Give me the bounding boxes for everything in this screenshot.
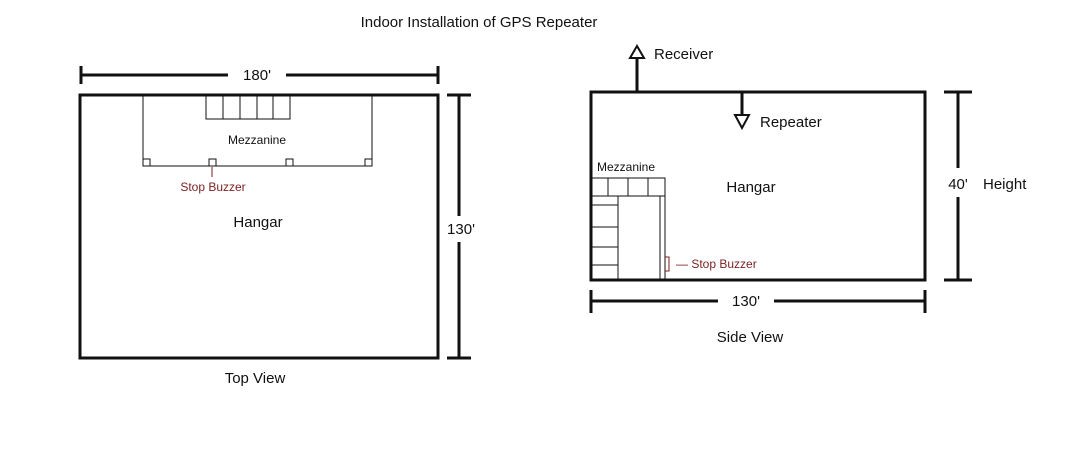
top-hangar-label: Hangar — [233, 214, 282, 231]
side-view-caption: Side View — [717, 329, 784, 346]
side-mezzanine-label: Mezzanine — [597, 160, 655, 174]
side-hangar-label: Hangar — [726, 179, 775, 196]
top-column-3 — [285, 158, 294, 167]
side-buzzer-marker — [665, 256, 670, 272]
receiver-arrow-icon — [628, 44, 646, 92]
top-buzzer-label: Stop Buzzer — [180, 180, 245, 194]
top-hangar-outline — [78, 93, 440, 360]
top-column-4 — [364, 158, 373, 167]
repeater-arrow-icon — [733, 93, 751, 131]
side-mezzanine: Mezzanine — [590, 160, 666, 280]
side-height-word: Height — [983, 176, 1027, 193]
top-mezzanine-label: Mezzanine — [228, 133, 286, 147]
side-height-dimension: 40' Height — [944, 90, 1027, 282]
side-width-dimension: 130' — [589, 290, 927, 313]
top-view: 180' Mezzanine Stop Buzzer Hangar — [78, 66, 475, 387]
side-buzzer-label: — Stop Buzzer — [676, 257, 757, 271]
diagram-title: Indoor Installation of GPS Repeater — [361, 14, 598, 31]
side-height-value: 40' — [948, 176, 968, 193]
top-column-2 — [208, 158, 217, 167]
top-depth-label: 130' — [447, 221, 475, 238]
top-column-1 — [142, 158, 151, 167]
receiver-label: Receiver — [654, 46, 713, 63]
side-width-label: 130' — [732, 293, 760, 310]
side-view: Receiver Repeater Hangar Mezzanine — [589, 44, 1027, 346]
top-depth-dimension: 130' — [447, 93, 475, 360]
top-mezzanine: Mezzanine — [142, 95, 373, 167]
top-view-caption: Top View — [225, 370, 286, 387]
top-width-label: 180' — [243, 67, 271, 84]
repeater-label: Repeater — [760, 114, 822, 131]
top-width-dimension: 180' — [79, 66, 440, 84]
